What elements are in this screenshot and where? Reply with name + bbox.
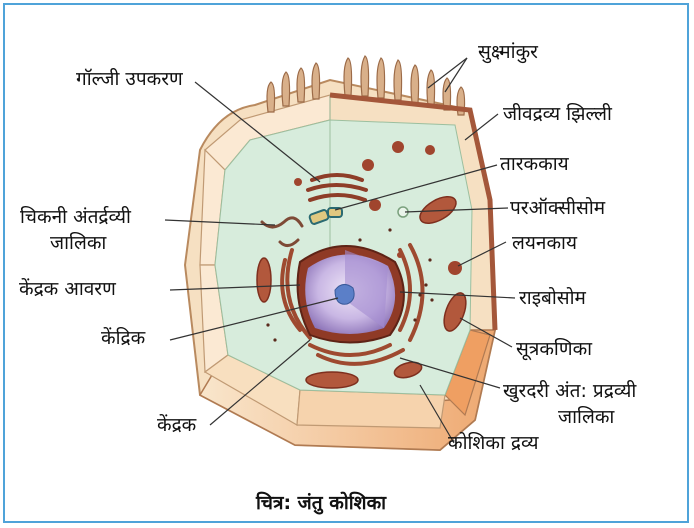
label-centrosome: तारककाय xyxy=(500,153,569,175)
label-smooth-er-line1: चिकनी अंतर्द्रव्यी xyxy=(20,206,131,228)
figure-caption: चित्र: जंतु कोशिका xyxy=(256,489,386,515)
label-nuclear-envelope: केंद्रक आवरण xyxy=(19,278,116,300)
label-smooth-er-line2: जालिका xyxy=(50,232,106,254)
label-cytoplasm: कोशिका द्रव्य xyxy=(448,432,539,454)
label-ribosome: राइबोसोम xyxy=(519,287,586,309)
nucleolus xyxy=(335,284,354,304)
label-rough-er-line1: खुरदरी अंत: प्रद्रव्यी xyxy=(503,380,636,402)
label-lysosome: लयनकाय xyxy=(512,232,577,254)
nucleus xyxy=(298,246,404,343)
label-plasma-membrane: जीवद्रव्य झिल्ली xyxy=(503,103,612,125)
label-nucleus: केंद्रक xyxy=(157,414,196,436)
label-mitochondria: सूत्रकणिका xyxy=(516,338,592,360)
label-rough-er-line2: जालिका xyxy=(558,406,614,428)
label-nucleolus: केंद्रिक xyxy=(101,327,145,349)
label-peroxisome: परऑक्सीसोम xyxy=(510,197,605,219)
label-golgi-apparatus: गॉल्जी उपकरण xyxy=(76,68,183,90)
label-microvilli: सुक्ष्मांकुर xyxy=(478,41,538,63)
